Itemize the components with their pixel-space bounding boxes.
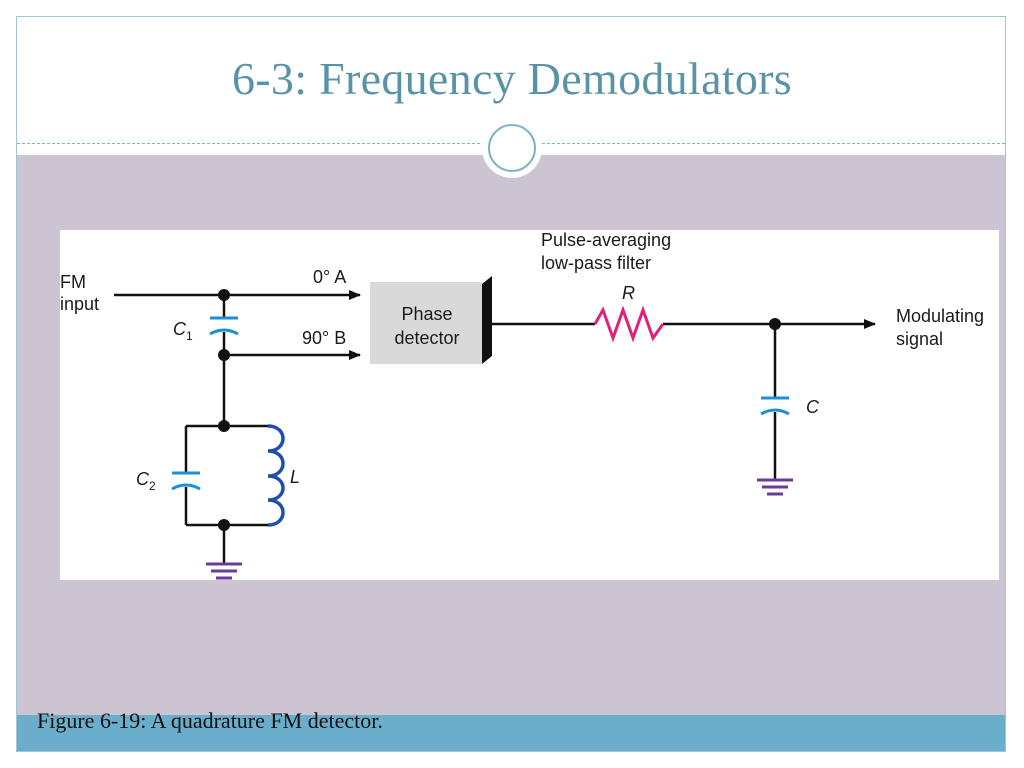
- junctions: [218, 289, 781, 531]
- fm-input-label-line1: FM: [60, 272, 86, 292]
- junction-tank-bottom: [218, 519, 230, 531]
- filter-label-line1: Pulse-averaging: [541, 230, 671, 250]
- angle-a-label: 0° A: [313, 267, 346, 287]
- junction-tank-top: [218, 420, 230, 432]
- inductor-label: L: [290, 467, 300, 487]
- output-label-line1: Modulating: [896, 306, 984, 326]
- inductor-l-icon: [267, 424, 285, 527]
- circuit-svg: Phase detector FM input 0° A 90° B C 1 C…: [60, 230, 984, 580]
- resistor-r-icon: [593, 305, 665, 343]
- phase-detector-block: Phase detector: [370, 276, 492, 364]
- filter-label-line2: low-pass filter: [541, 253, 651, 273]
- c1-label: C: [173, 319, 187, 339]
- capacitor-c-icon: [760, 396, 790, 416]
- phase-detector-line1: Phase: [401, 304, 452, 324]
- slide-title: 6-3: Frequency Demodulators: [232, 53, 792, 104]
- ground-left-icon: [206, 562, 242, 580]
- circle-ornament-ring: [488, 124, 536, 172]
- capacitor-c-label: C: [806, 397, 820, 417]
- resistor-label: R: [622, 283, 635, 303]
- footer-bar: [17, 715, 1005, 751]
- capacitor-c2-icon: [171, 471, 201, 491]
- phase-detector-line2: detector: [394, 328, 459, 348]
- output-label-line2: signal: [896, 329, 943, 349]
- ground-right-icon: [757, 478, 793, 496]
- fm-input-label-line2: input: [60, 294, 99, 314]
- circuit-diagram: Phase detector FM input 0° A 90° B C 1 C…: [60, 230, 999, 580]
- wires: [114, 290, 876, 564]
- angle-b-label: 90° B: [302, 328, 346, 348]
- c2-label: C: [136, 469, 150, 489]
- junction-input: [218, 289, 230, 301]
- junction-output: [769, 318, 781, 330]
- junction-b: [218, 349, 230, 361]
- circle-ornament-icon: [482, 118, 542, 178]
- figure-caption: Figure 6-19: A quadrature FM detector.: [37, 708, 383, 733]
- c1-subscript: 1: [186, 329, 193, 343]
- c2-subscript: 2: [149, 479, 156, 493]
- capacitor-c1-icon: [209, 316, 239, 336]
